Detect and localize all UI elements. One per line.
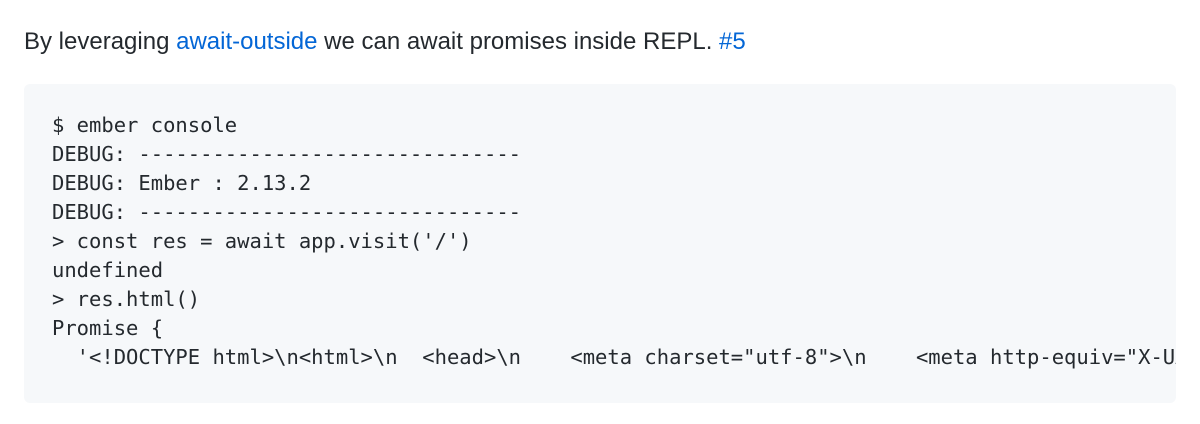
- code-line: > const res = await app.visit('/'): [52, 229, 472, 253]
- code-line: DEBUG: -------------------------------: [52, 200, 521, 224]
- await-outside-link[interactable]: await-outside: [176, 28, 318, 55]
- code-line: DEBUG: Ember : 2.13.2: [52, 171, 312, 195]
- code-line: Promise {: [52, 316, 164, 340]
- code-line: DEBUG: -------------------------------: [52, 142, 521, 166]
- issue-link[interactable]: #5: [719, 28, 746, 55]
- code-line: > res.html(): [52, 287, 201, 311]
- intro-middle-text: we can await promises inside REPL.: [317, 28, 720, 55]
- code-line: '<!DOCTYPE html>\n<html>\n <head>\n <met…: [76, 345, 1176, 369]
- code-line: $ ember console: [52, 113, 238, 137]
- intro-prefix-text: By leveraging: [24, 28, 177, 55]
- intro-paragraph: By leveraging await-outside we can await…: [24, 24, 746, 60]
- code-line: undefined: [52, 258, 164, 282]
